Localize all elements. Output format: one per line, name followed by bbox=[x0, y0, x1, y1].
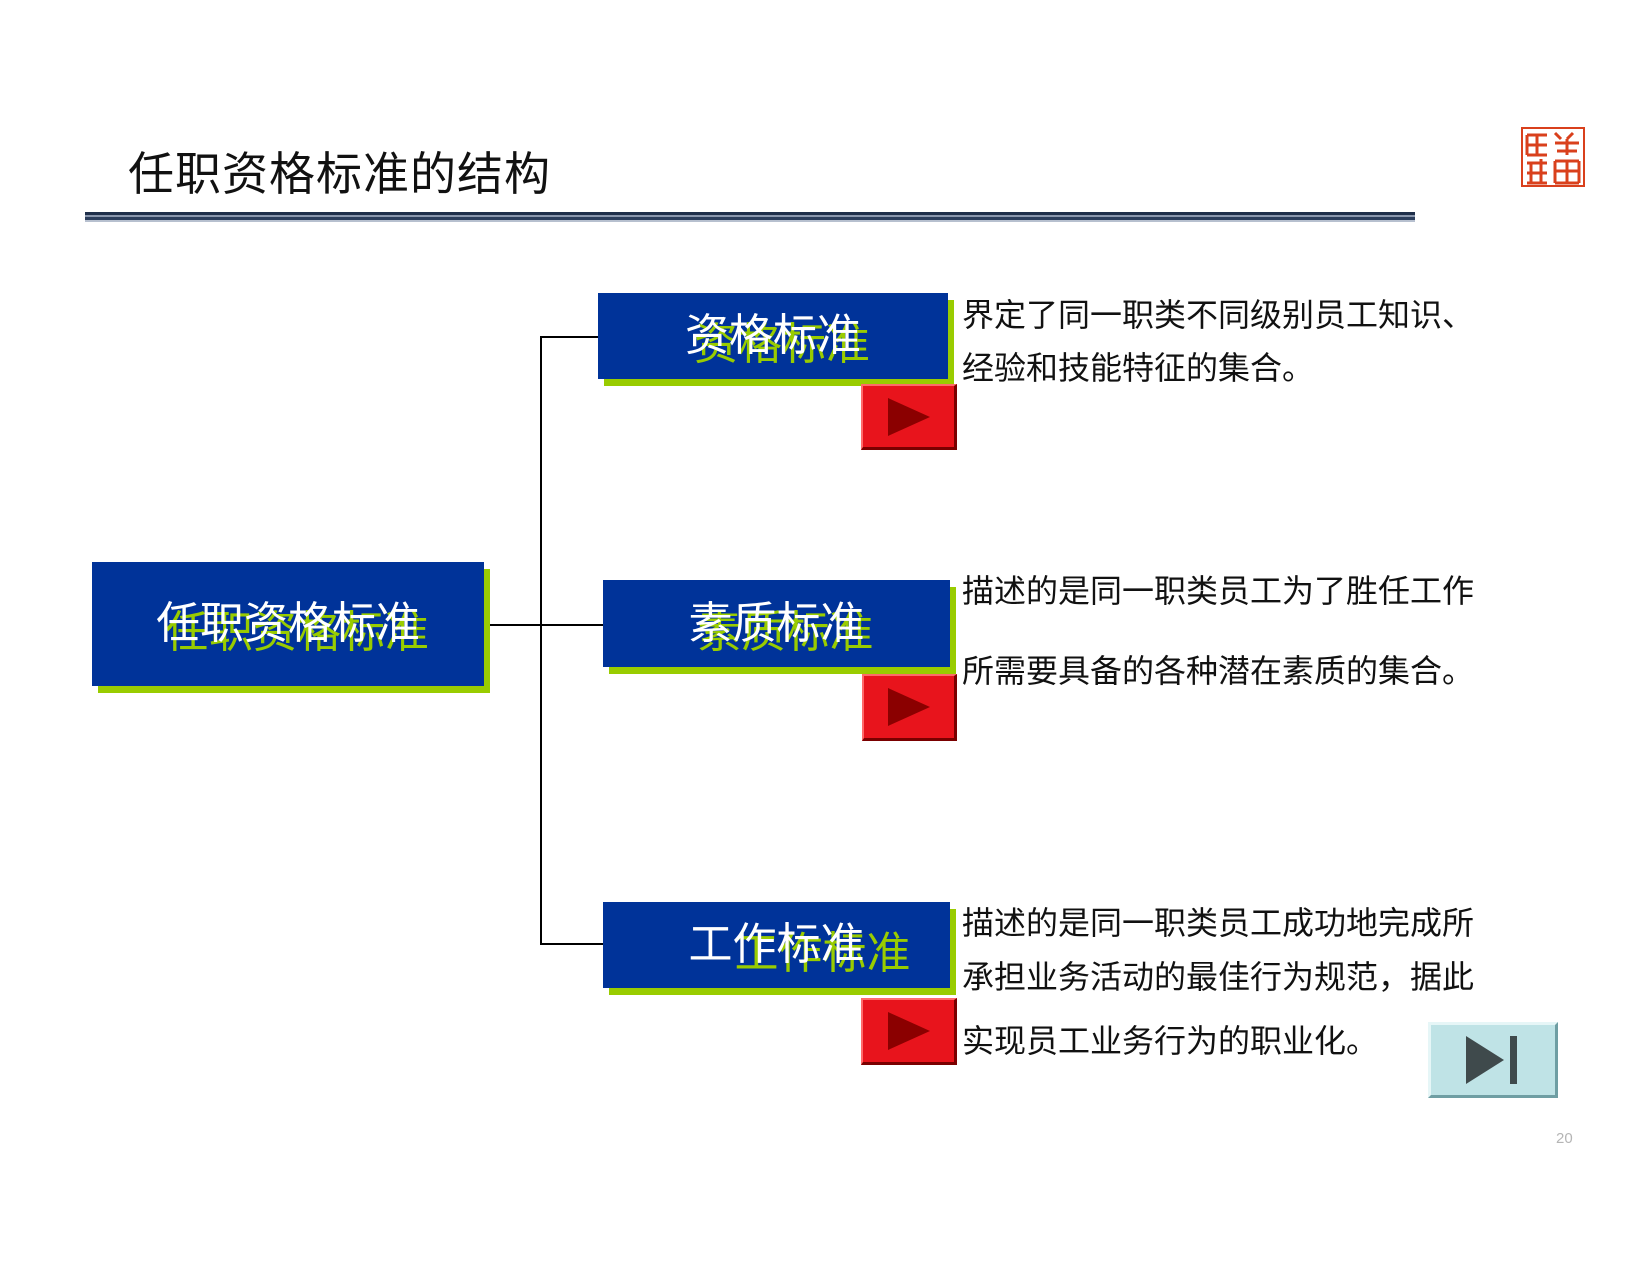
play-triangle-icon bbox=[887, 1012, 930, 1050]
branch-node-label: 工作标准 工作标准 bbox=[688, 919, 911, 979]
description-qualification-line-1: 界定了同一职类不同级别员工知识、 bbox=[962, 296, 1475, 334]
connector-root-horizontal bbox=[484, 624, 541, 626]
branch-node-qualification: 资格标准 资格标准 bbox=[598, 293, 948, 379]
description-work-line-3: 实现员工业务行为的职业化。 bbox=[962, 1022, 1379, 1060]
description-qualification-line-2: 经验和技能特征的集合。 bbox=[962, 349, 1315, 387]
connector-branch-3 bbox=[540, 943, 603, 945]
branch-node-label: 素质标准 素质标准 bbox=[688, 597, 874, 658]
root-node: 任职资格标准 任职资格标准 bbox=[92, 562, 484, 686]
connector-branch-2 bbox=[540, 624, 603, 626]
seal-logo bbox=[1521, 127, 1585, 187]
connector-branch-1 bbox=[540, 336, 598, 338]
connector-trunk-vertical bbox=[540, 336, 542, 945]
root-node-label: 任职资格标准 任职资格标准 bbox=[156, 598, 429, 658]
skip-to-end-button[interactable] bbox=[1428, 1022, 1558, 1098]
title-divider bbox=[85, 212, 1415, 222]
description-competency-line-2: 所需要具备的各种潜在素质的集合。 bbox=[962, 652, 1475, 690]
branch-node-work: 工作标准 工作标准 bbox=[603, 902, 950, 988]
description-work-line-1: 描述的是同一职类员工成功地完成所 bbox=[962, 904, 1475, 942]
play-button-competency[interactable] bbox=[862, 674, 957, 741]
description-competency-line-1: 描述的是同一职类员工为了胜任工作 bbox=[962, 572, 1475, 610]
play-triangle-icon bbox=[887, 397, 930, 436]
play-button-work[interactable] bbox=[861, 998, 957, 1065]
branch-node-label: 资格标准 资格标准 bbox=[685, 310, 870, 370]
play-button-qualification[interactable] bbox=[861, 384, 957, 450]
page-number: 20 bbox=[1556, 1130, 1573, 1147]
page-title: 任职资格标准的结构 bbox=[128, 147, 551, 201]
skip-to-end-icon bbox=[1466, 1036, 1517, 1084]
branch-node-competency: 素质标准 素质标准 bbox=[603, 580, 950, 667]
play-triangle-icon bbox=[888, 688, 930, 726]
description-work-line-2: 承担业务活动的最佳行为规范，据此 bbox=[962, 958, 1475, 996]
